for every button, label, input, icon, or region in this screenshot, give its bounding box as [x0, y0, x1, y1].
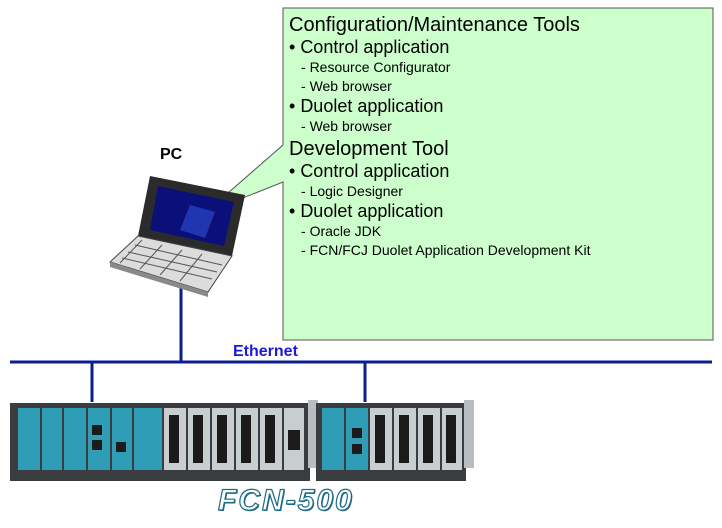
laptop-icon: [109, 176, 245, 297]
controller-rack-expansion: [308, 400, 474, 481]
fcn-500-logo: FCN-500: [217, 483, 354, 517]
config-heading: Configuration/Maintenance Tools: [289, 14, 580, 36]
tools-callout: Configuration/Maintenance Tools Control …: [283, 8, 713, 340]
dev-heading: Development Tool: [289, 138, 449, 160]
config-duolet-web-browser: Web browser: [289, 117, 713, 136]
dev-oracle-jdk: Oracle JDK: [289, 222, 713, 241]
dev-logic-designer: Logic Designer: [289, 182, 713, 201]
config-resource-configurator: Resource Configurator: [289, 58, 713, 77]
controller-rack-main: [10, 403, 310, 481]
config-duolet-app: Duolet application: [289, 96, 713, 117]
network-lines: [10, 280, 712, 402]
config-control-web-browser: Web browser: [289, 77, 713, 96]
dev-duolet-kit: FCN/FCJ Duolet Application Development K…: [289, 241, 713, 260]
pc-label: PC: [160, 146, 183, 163]
dev-duolet-app: Duolet application: [289, 201, 713, 222]
dev-control-app: Control application: [289, 161, 713, 182]
config-control-app: Control application: [289, 37, 713, 58]
ethernet-label: Ethernet: [233, 343, 298, 360]
